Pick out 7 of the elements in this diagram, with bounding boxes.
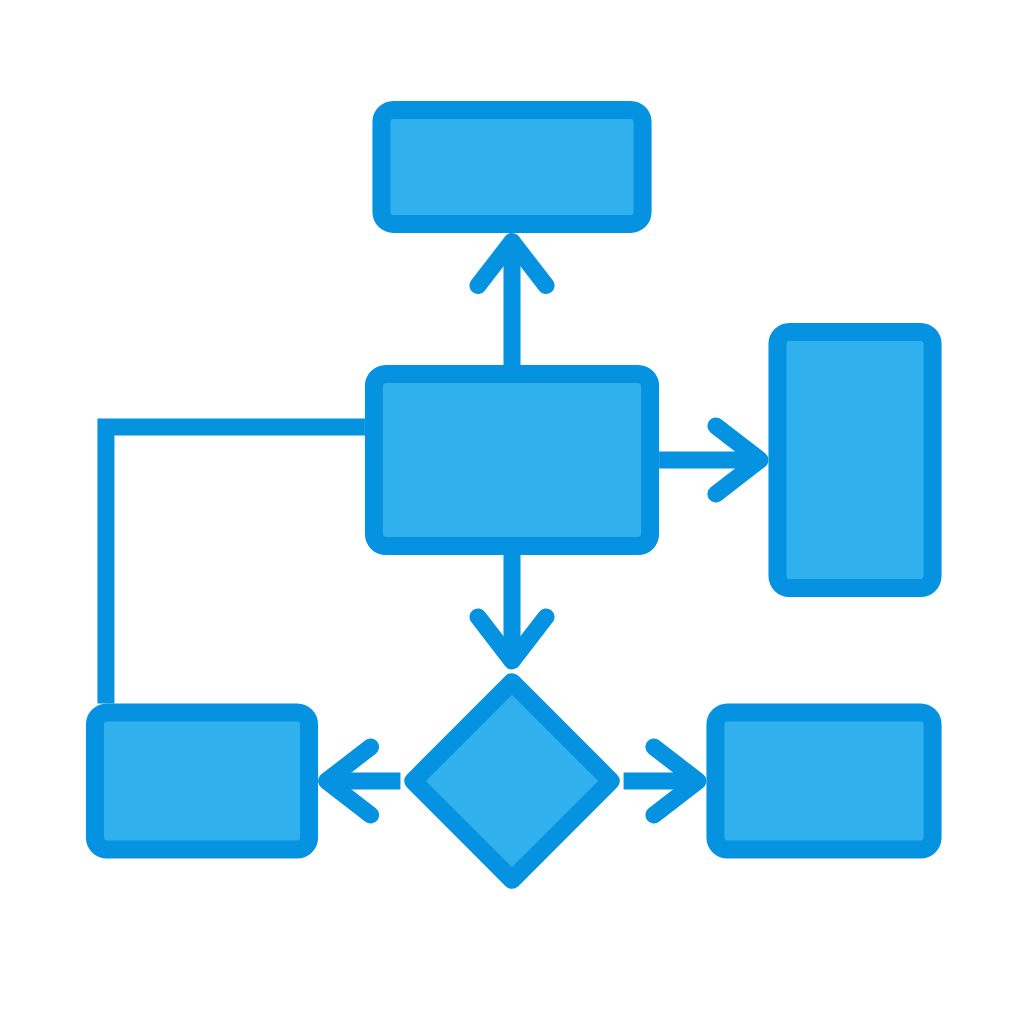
- process-box: [372, 100, 652, 234]
- process-box: [364, 364, 660, 556]
- process-box: [768, 322, 942, 598]
- process-box: [85, 703, 319, 859]
- process-box: [706, 703, 942, 859]
- connector-line: [97, 418, 365, 704]
- decision-diamond: [404, 673, 620, 889]
